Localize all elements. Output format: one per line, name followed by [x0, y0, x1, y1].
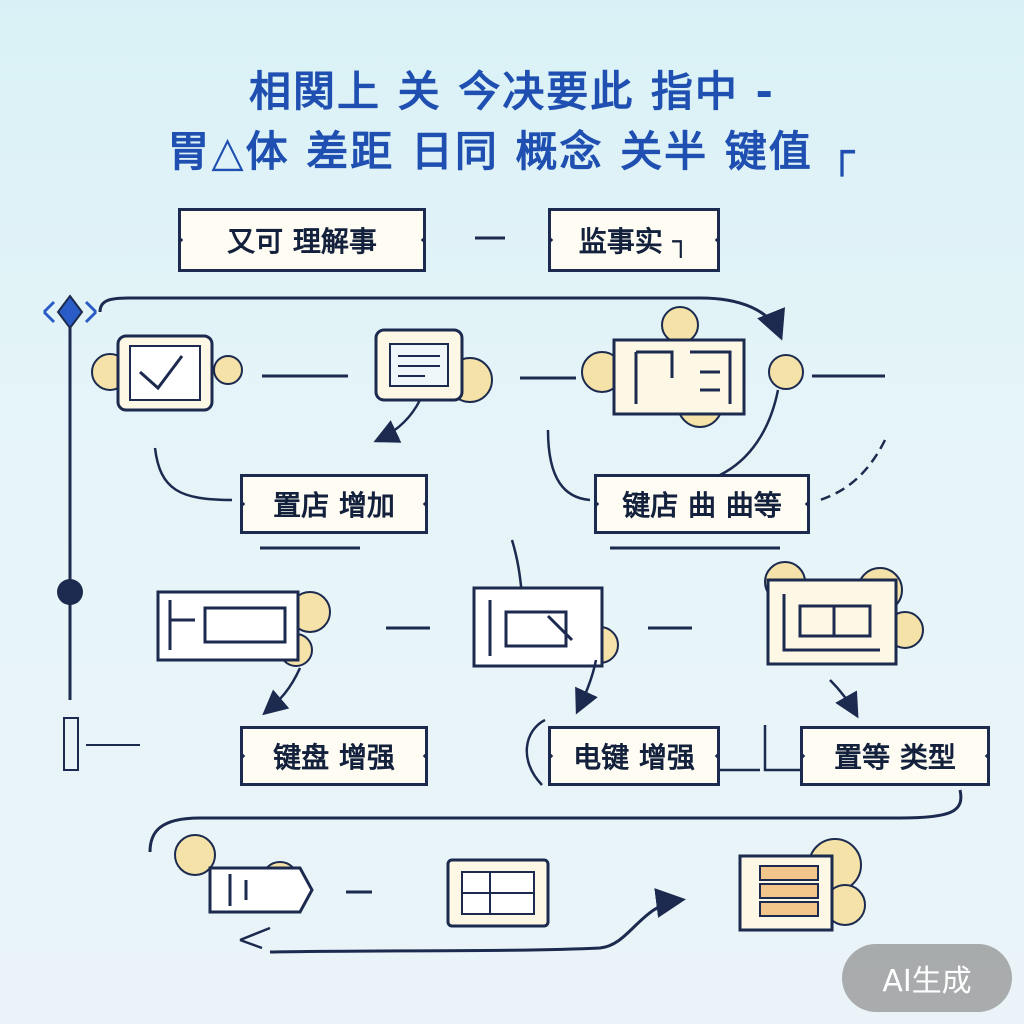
ai-generated-badge: AI生成 — [842, 944, 1012, 1012]
table-icon — [446, 858, 550, 928]
diamond-icon — [42, 294, 98, 330]
drawer-icon — [738, 854, 834, 932]
label-low-right: 置等 类型 — [800, 726, 990, 786]
checkbox-icon — [116, 334, 214, 412]
drawer-icon — [766, 578, 898, 666]
timeline-end-marker — [63, 717, 79, 771]
label-low-center: 电键 增强 — [548, 726, 720, 786]
document-icon — [374, 328, 464, 402]
timeline-node — [57, 579, 83, 605]
window-icon — [612, 338, 746, 416]
pencil-icon — [208, 866, 314, 950]
label-mid-right: 键店 曲 曲等 — [594, 474, 810, 534]
table-icon — [472, 586, 604, 668]
label-mid-left: 置店 增加 — [240, 474, 428, 534]
diagram-title-line1: 相関上 关 今决要此 指中 - — [249, 67, 775, 116]
diagram-title-line2: 胃△体 差距 日同 概念 关半 键值 ┌ — [167, 127, 857, 176]
label-low-left: 键盘 增强 — [240, 726, 428, 786]
panel-icon — [156, 590, 300, 662]
label-top-left: 又可 理解事 — [178, 208, 426, 272]
label-top-right: 监事实 ┐ — [548, 208, 720, 272]
